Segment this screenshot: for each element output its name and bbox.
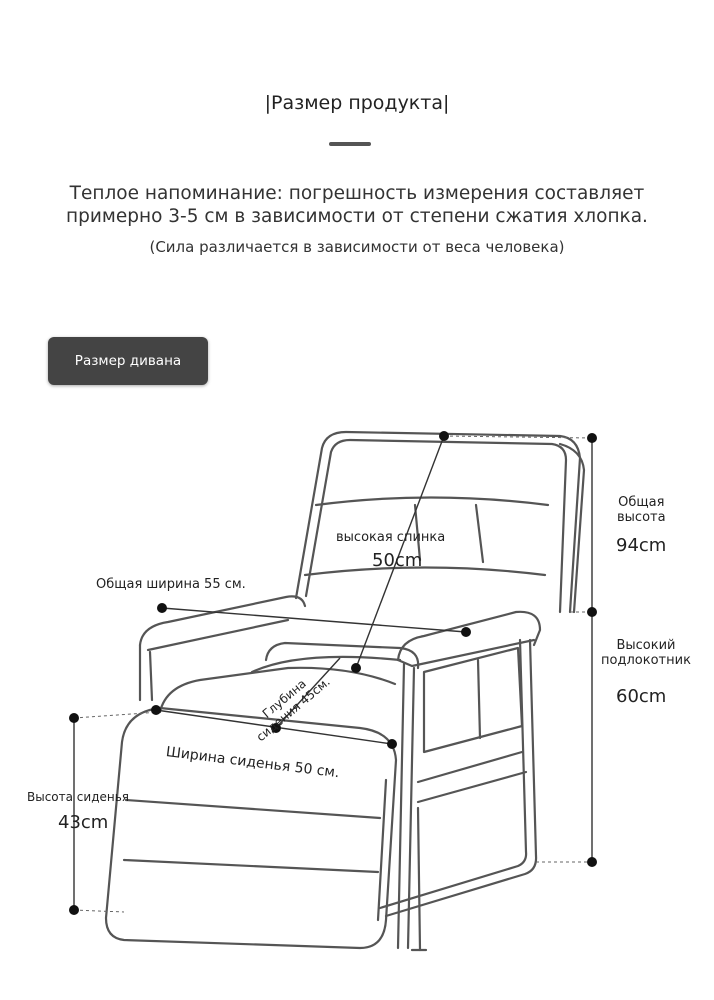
front-cushion (104, 706, 398, 950)
seat-cushion (264, 641, 420, 670)
sofa-size-tab[interactable]: Размер дивана (48, 337, 208, 385)
total-height-label: Общая высота (617, 495, 666, 525)
seat-height-value: 43cm (58, 812, 109, 833)
right-armrest (396, 610, 542, 662)
left-armrest (138, 595, 307, 647)
backrest-line (355, 435, 445, 669)
total-height-value: 94cm (616, 535, 667, 556)
total-height-line2: высота (617, 510, 666, 525)
side-pocket (422, 646, 524, 754)
armrest-label: Высокий подлокотник (600, 638, 692, 668)
total-width-label: Общая ширина 55 см. (96, 577, 246, 592)
backrest-value: 50cm (372, 550, 423, 571)
reminder-line-2: примерно 3-5 см в зависимости от степени… (66, 206, 648, 227)
total-height-line1: Общая (618, 495, 665, 510)
reminder-line-1: Теплое напоминание: погрешность измерени… (69, 183, 645, 204)
metal-frame (378, 638, 528, 910)
armrest-value: 60cm (616, 686, 667, 707)
title-underline (329, 142, 371, 146)
seat-depth-line (275, 657, 341, 729)
seat-height-label: Высота сиденья (27, 790, 130, 804)
armrest-line1: Высокий (616, 638, 676, 653)
backrest-label: высокая спинка (336, 530, 446, 545)
armrest-line2: подлокотник (601, 653, 691, 668)
page-title: |Размер продукта| (264, 92, 450, 114)
weight-note: (Сила различается в зависимости от веса … (149, 238, 565, 256)
backrest-outline (294, 430, 582, 614)
total-width-line (161, 607, 467, 633)
